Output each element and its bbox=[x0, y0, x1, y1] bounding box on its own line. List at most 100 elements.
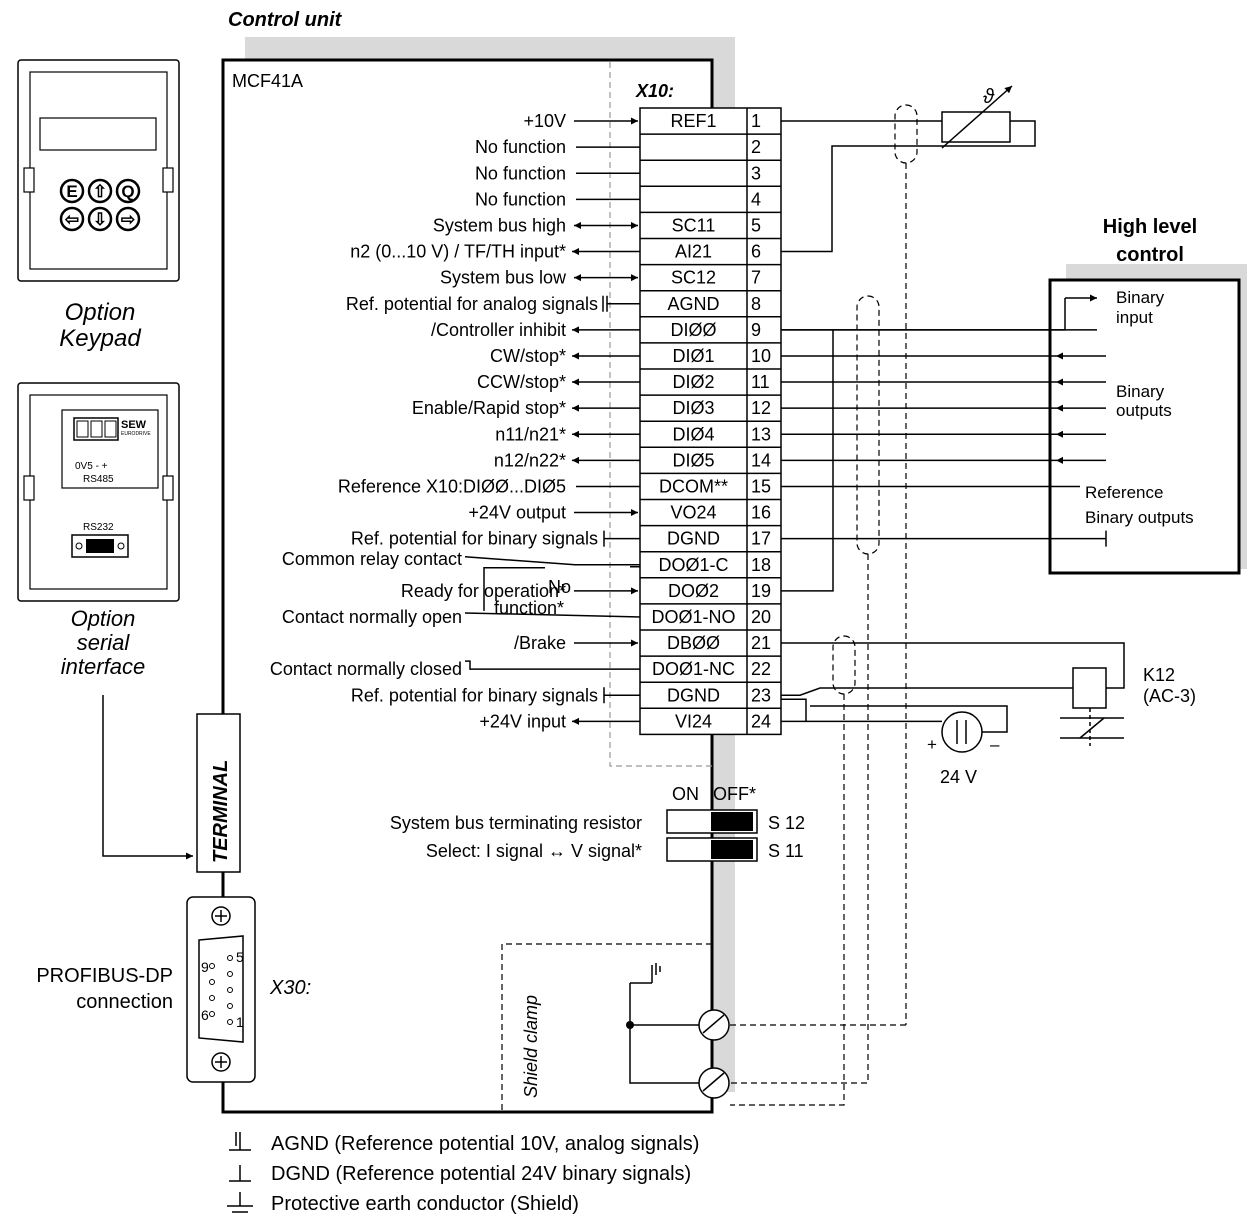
switch-s11-label: Select: I signal ↔ V signal* bbox=[426, 841, 642, 861]
x10-label: X10: bbox=[635, 81, 674, 101]
pin-1: 1 bbox=[236, 1014, 244, 1030]
keypad-module: E ⇧ Q ⇦ ⇩ ⇨ bbox=[17, 59, 180, 282]
hlc-binary-input-2: input bbox=[1116, 308, 1153, 327]
terminal-code: SC11 bbox=[672, 215, 716, 235]
svg-text:⇨: ⇨ bbox=[121, 210, 135, 229]
svg-text:⇩: ⇩ bbox=[93, 210, 107, 229]
rs485-pins: 0V5 - + bbox=[75, 461, 108, 472]
switch-s12-label: System bus terminating resistor bbox=[390, 813, 642, 833]
terminal-label: System bus high bbox=[433, 215, 566, 235]
terminal-code: DIØ4 bbox=[672, 424, 714, 444]
terminal-row-20: DOØ1-NO 20 Contact normally open bbox=[282, 603, 781, 627]
terminal-label: Ref. potential for analog signals bbox=[346, 294, 598, 314]
control-unit-box bbox=[221, 58, 714, 1114]
terminal-row-3: 3No function bbox=[475, 159, 781, 183]
terminal-code: DOØ2 bbox=[668, 581, 719, 601]
terminal-code: DGND bbox=[667, 685, 720, 705]
unit-name: MCF41A bbox=[232, 71, 303, 91]
profibus-label-2: connection bbox=[76, 991, 173, 1013]
terminal-number: 20 bbox=[751, 607, 771, 627]
terminal-code: DIØ5 bbox=[672, 450, 714, 470]
legend-agnd: AGND (Reference potential 10V, analog si… bbox=[271, 1133, 699, 1155]
serial-interface-module: SEW EURODRIVE 0V5 - + RS485 RS232 bbox=[17, 382, 180, 602]
shield-clamp-label: Shield clamp bbox=[521, 995, 541, 1098]
relay-k12 bbox=[1060, 667, 1124, 746]
terminal-label: No function bbox=[475, 189, 566, 209]
legend-dgnd: DGND (Reference potential 24V binary sig… bbox=[271, 1163, 691, 1185]
terminal-label: CW/stop* bbox=[490, 346, 566, 366]
terminal-number: 22 bbox=[751, 659, 771, 679]
terminal-port[interactable] bbox=[196, 713, 241, 873]
switch-s12[interactable] bbox=[666, 809, 758, 834]
terminal-label: +24V output bbox=[468, 503, 566, 523]
legend-pe: Protective earth conductor (Shield) bbox=[271, 1193, 579, 1215]
terminal-number: 15 bbox=[751, 476, 771, 496]
terminal-code: AGND bbox=[667, 294, 719, 314]
terminal-number: 24 bbox=[751, 711, 771, 731]
theta-symbol: ϑ bbox=[983, 86, 995, 108]
terminal-label: Common relay contact bbox=[282, 549, 462, 569]
terminal-number: 11 bbox=[751, 372, 770, 392]
serial-caption-3: interface bbox=[61, 654, 145, 679]
shield-clamps bbox=[626, 963, 730, 1099]
keypad-caption-1: Option bbox=[65, 299, 136, 326]
terminal-number: 8 bbox=[751, 294, 761, 314]
keypad-keys[interactable]: E ⇧ Q ⇦ ⇩ ⇨ bbox=[59, 178, 141, 232]
rs232-label: RS232 bbox=[83, 522, 114, 533]
terminal-label: n2 (0...10 V) / TF/TH input* bbox=[350, 242, 566, 262]
terminal-number: 5 bbox=[751, 215, 761, 235]
switch-s11[interactable] bbox=[666, 837, 758, 862]
svg-text:Q: Q bbox=[121, 182, 134, 201]
terminal-row-5: SC11 5 System bus high bbox=[433, 211, 781, 235]
terminal-label: System bus low bbox=[440, 268, 567, 288]
no-function-line1: No bbox=[548, 577, 571, 597]
terminal-label: Contact normally open bbox=[282, 607, 462, 627]
hlc-binary-outputs-1: Binary bbox=[1116, 382, 1165, 401]
terminal-code: DCOM** bbox=[659, 476, 728, 496]
terminal-code: DIØ1 bbox=[672, 346, 714, 366]
terminal-number: 12 bbox=[751, 398, 771, 418]
pin-9: 9 bbox=[201, 959, 209, 975]
terminal-number: 17 bbox=[751, 529, 771, 549]
hlc-reference-2: Binary outputs bbox=[1085, 508, 1194, 527]
terminal-code: DOØ1-NO bbox=[651, 607, 735, 627]
terminal-row-14: DIØ5 14 n12/n22* bbox=[494, 446, 781, 470]
control-unit-title: Control unit bbox=[228, 9, 343, 31]
switch-s12-id: S 12 bbox=[768, 813, 805, 833]
serial-caption-2: serial bbox=[77, 630, 131, 655]
legend bbox=[227, 1132, 253, 1213]
pin-5: 5 bbox=[236, 949, 244, 965]
svg-text:⇦: ⇦ bbox=[64, 210, 79, 229]
hlc-box bbox=[1048, 278, 1241, 575]
serial-caption-1: Option bbox=[71, 606, 136, 631]
svg-text:–: – bbox=[990, 735, 1000, 754]
terminal-code: REF1 bbox=[670, 111, 716, 131]
terminal-number: 18 bbox=[751, 555, 771, 575]
terminal-number: 14 bbox=[751, 450, 771, 470]
terminal-number: 16 bbox=[751, 503, 771, 523]
terminal-label: Enable/Rapid stop* bbox=[412, 398, 566, 418]
switch-off-label: OFF* bbox=[713, 784, 756, 804]
terminal-label: +24V input bbox=[479, 711, 566, 731]
terminal-label: n12/n22* bbox=[494, 450, 566, 470]
rs485-label: RS485 bbox=[83, 474, 114, 485]
svg-text:+: + bbox=[927, 735, 937, 754]
terminal-label: +10V bbox=[523, 111, 566, 131]
external-wiring bbox=[483, 104, 1125, 1106]
terminal-code: AI21 bbox=[675, 242, 712, 262]
terminal-number: 10 bbox=[751, 346, 771, 366]
